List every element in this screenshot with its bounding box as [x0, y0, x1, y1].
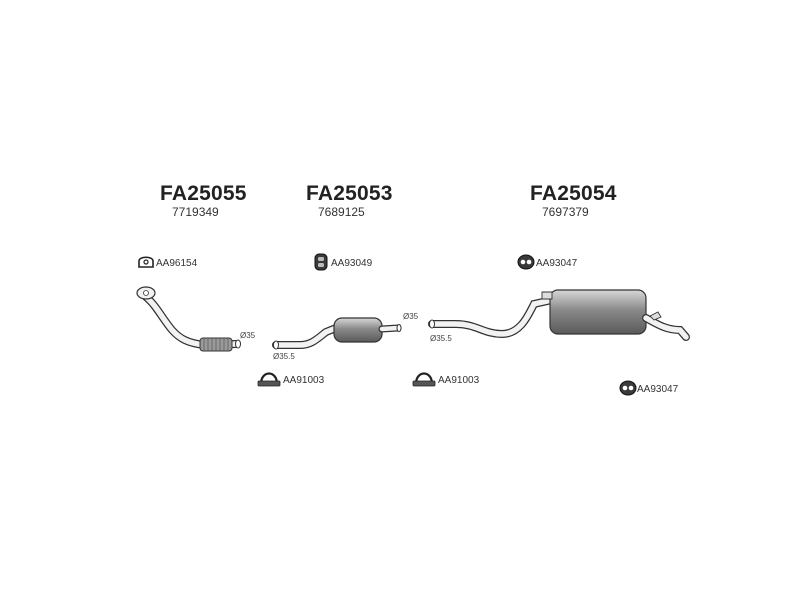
rear-inlet-end — [429, 319, 435, 329]
accessory-label-clamp-right: AA91003 — [438, 375, 480, 386]
oem-number-front-pipe: 7719349 — [172, 205, 219, 219]
accessory-label-mid-mount: AA93049 — [331, 258, 373, 269]
rubber-ring-icon — [517, 254, 535, 270]
middle-silencer-can — [333, 317, 383, 343]
rubber-ring-icon — [619, 380, 637, 396]
middle-outlet-end — [396, 324, 402, 332]
part-code-middle-silencer: FA25053 — [306, 182, 393, 205]
dimension-front-pipe-outlet: Ø35 — [240, 331, 256, 340]
rear-silencer-part — [428, 289, 690, 341]
middle-inlet-end — [273, 340, 279, 350]
rubber-mount-icon — [138, 256, 154, 268]
oem-number-rear-silencer: 7697379 — [542, 205, 589, 219]
pipe-clamp-icon — [257, 372, 281, 387]
flex-joint-ribs — [203, 338, 229, 351]
front-pipe-part — [136, 286, 241, 352]
dimension-mid-outlet: Ø35 — [403, 312, 419, 321]
rear-hanger-bracket — [541, 291, 553, 300]
part-code-front-pipe: FA25055 — [160, 182, 247, 205]
accessory-label-clamp-left: AA91003 — [283, 375, 325, 386]
front-pipe-flange-hole — [143, 290, 149, 296]
middle-outlet-pipe-body — [379, 325, 401, 332]
accessory-label-rear-mount-top: AA93047 — [536, 258, 578, 269]
middle-inlet-pipe-body — [273, 325, 339, 348]
rear-inlet-pipe-body — [429, 297, 555, 337]
rubber-hanger-icon — [314, 253, 328, 271]
middle-silencer-part — [272, 317, 402, 350]
dimension-rear-inlet: Ø35.5 — [430, 334, 452, 343]
front-pipe-body — [143, 294, 239, 348]
rear-hanger-tab — [649, 311, 662, 321]
oem-number-middle-silencer: 7689125 — [318, 205, 365, 219]
dimension-mid-inlet: Ø35.5 — [273, 352, 295, 361]
pipe-clamp-icon — [412, 372, 436, 387]
accessory-label-rear-mount-bottom: AA93047 — [637, 384, 679, 395]
accessory-label-front-mount: AA96154 — [156, 258, 198, 269]
front-pipe-end — [235, 339, 241, 349]
rear-tail-pipe-body — [643, 315, 689, 340]
part-code-rear-silencer: FA25054 — [530, 182, 617, 205]
rear-silencer-box — [549, 289, 647, 335]
